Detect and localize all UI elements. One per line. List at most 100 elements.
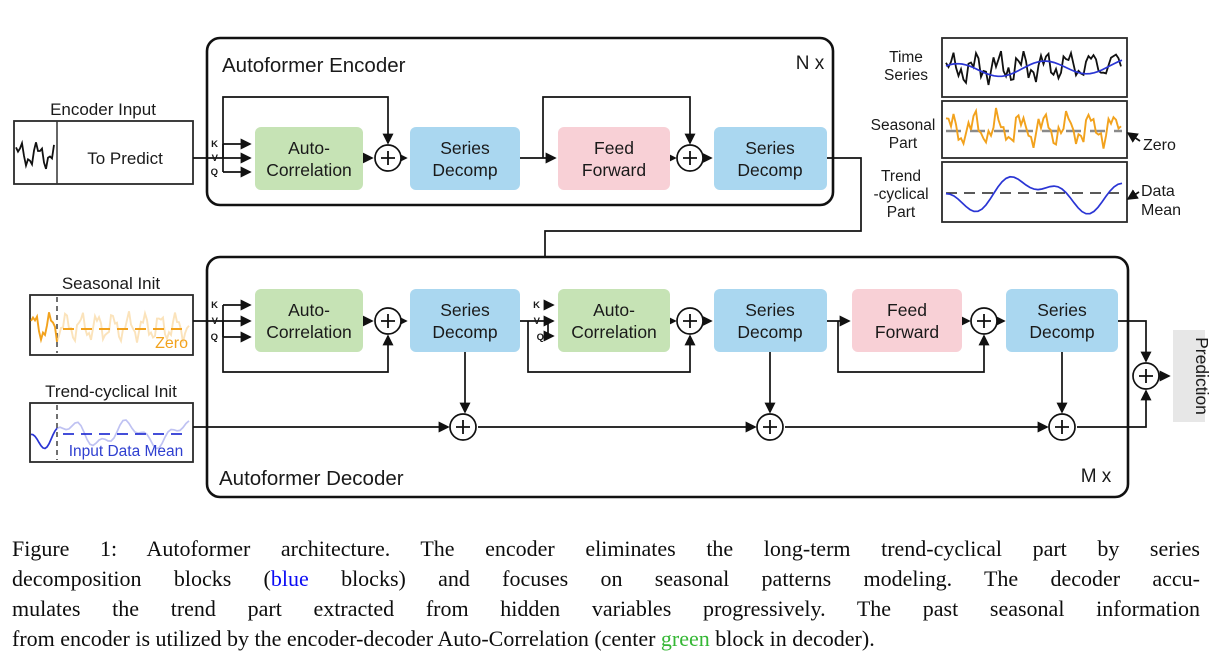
zero-arrow	[1126, 132, 1141, 143]
feed-forward-block: Feed Forward	[852, 289, 962, 352]
k-label: K	[211, 300, 218, 311]
seasonal-waveform	[945, 107, 1122, 149]
v-label: V	[212, 316, 219, 327]
k-label: K	[211, 139, 218, 150]
trend-part-label: Part	[887, 204, 916, 221]
autoformer-encoder: Autoformer Encoder N x K V Q Auto- Corre…	[193, 36, 835, 207]
q-label: Q	[211, 332, 218, 343]
seasonal-part-panel	[941, 100, 1128, 159]
encoder-input: Encoder Input To Predict	[13, 100, 194, 185]
block-label: Decomp	[432, 160, 497, 180]
block-label: Decomp	[737, 322, 802, 342]
seasonal-part-label: Part	[889, 135, 918, 152]
trend-init-value: Input Data Mean	[69, 443, 184, 460]
decoder-repeat-label: M x	[1081, 466, 1112, 487]
trend-waveform	[945, 175, 1123, 215]
wire-q	[520, 320, 555, 342]
time-series-trend-waveform	[945, 59, 1123, 78]
block-label: Series	[1037, 300, 1087, 320]
series-decomp-block: Series Decomp	[410, 127, 520, 190]
encoder-input-value: To Predict	[87, 149, 163, 168]
data-mean-annotation: Mean	[1141, 202, 1181, 219]
architecture-diagram: Encoder Input To Predict Autoformer Enco…	[13, 36, 1212, 499]
decomposition-panels: Time Series Seasonal Part Zero Trend -cy…	[871, 37, 1181, 223]
encoder-input-label: Encoder Input	[50, 100, 156, 119]
v-label: V	[534, 316, 541, 327]
block-label: Feed	[594, 138, 634, 158]
trend-init-label: Trend-cyclical Init	[45, 382, 177, 401]
seasonal-init-waveform	[30, 312, 58, 344]
encoder-input-box	[13, 120, 194, 185]
seasonal-output-wire	[1118, 320, 1152, 363]
sum-node	[676, 307, 704, 335]
block-label: Feed	[887, 300, 927, 320]
zero-annotation: Zero	[1143, 137, 1176, 154]
auto-correlation-block-center: Auto- Correlation	[558, 289, 670, 352]
output-section: Prediction	[1077, 320, 1212, 428]
block-label: Decomp	[737, 160, 802, 180]
sum-node-trend	[449, 413, 477, 441]
series-decomp-block: Series Decomp	[714, 289, 827, 352]
auto-correlation-block: Auto- Correlation	[255, 289, 363, 352]
seasonal-init-label: Seasonal Init	[62, 274, 161, 293]
block-label: Forward	[875, 322, 939, 342]
block-label: Auto-	[593, 300, 635, 320]
block-label: Correlation	[266, 322, 352, 342]
trend-part-label: Trend	[881, 168, 921, 185]
block-label: Correlation	[266, 160, 352, 180]
block-label: Series	[745, 300, 795, 320]
block-label: Series	[745, 138, 795, 158]
data-mean-arrow	[1126, 189, 1140, 200]
decoder-title: Autoformer Decoder	[219, 467, 404, 490]
q-label: Q	[211, 167, 218, 178]
trend-part-label: -cyclical	[873, 186, 928, 203]
block-label: Auto-	[288, 300, 330, 320]
series-decomp-block: Series Decomp	[410, 289, 520, 352]
encoder-repeat-label: N x	[796, 53, 825, 74]
block-label: Auto-	[288, 138, 330, 158]
q-label: Q	[537, 332, 544, 343]
trend-output-wire	[1077, 389, 1152, 428]
sum-node	[374, 144, 402, 172]
seasonal-init-zero: Zero	[155, 335, 188, 352]
time-series-label: Series	[884, 67, 928, 84]
sum-node	[676, 144, 704, 172]
time-series-waveform	[945, 49, 1122, 86]
skip-connection	[527, 321, 696, 373]
sum-node-trend	[756, 413, 784, 441]
feed-forward-block: Feed Forward	[558, 127, 670, 190]
caption-line: decomposition blocks (blue blocks) and f…	[12, 566, 1200, 591]
data-mean-annotation: Data	[1141, 183, 1175, 200]
sum-node	[970, 307, 998, 335]
series-decomp-block: Series Decomp	[1006, 289, 1118, 352]
trend-cyclical-init: Trend-cyclical Init Input Data Mean	[29, 382, 194, 463]
series-decomp-block: Series Decomp	[714, 127, 827, 190]
skip-connection	[837, 321, 990, 373]
skip-connection	[222, 96, 394, 158]
time-series-panel	[941, 37, 1128, 98]
skip-connection	[542, 96, 696, 158]
sum-node-trend	[1048, 413, 1076, 441]
time-series-label: Time	[889, 49, 923, 66]
seasonal-init: Seasonal Init Zero	[29, 274, 194, 356]
trend-part-panel	[941, 161, 1128, 223]
block-label: Decomp	[1029, 322, 1094, 342]
encoder-title: Autoformer Encoder	[222, 54, 406, 77]
auto-correlation-block: Auto- Correlation	[255, 127, 363, 190]
block-label: Forward	[582, 160, 646, 180]
block-label: Decomp	[432, 322, 497, 342]
figure-caption: Figure 1: Autoformer architecture. The e…	[12, 534, 1200, 654]
skip-connection	[222, 321, 394, 373]
seasonal-part-label: Seasonal	[871, 117, 936, 134]
seasonal-init-faint-waveform	[56, 309, 190, 345]
prediction-box	[1173, 330, 1205, 422]
caption-line: mulates the trend part extracted from hi…	[12, 596, 1200, 621]
block-label: Series	[440, 300, 490, 320]
prediction-label: Prediction	[1192, 337, 1212, 415]
k-label: K	[533, 300, 540, 311]
sum-node	[374, 307, 402, 335]
caption-line: Figure 1: Autoformer architecture. The e…	[12, 536, 1200, 561]
block-label: Series	[440, 138, 490, 158]
caption-line: from encoder is utilized by the encoder-…	[12, 626, 875, 651]
